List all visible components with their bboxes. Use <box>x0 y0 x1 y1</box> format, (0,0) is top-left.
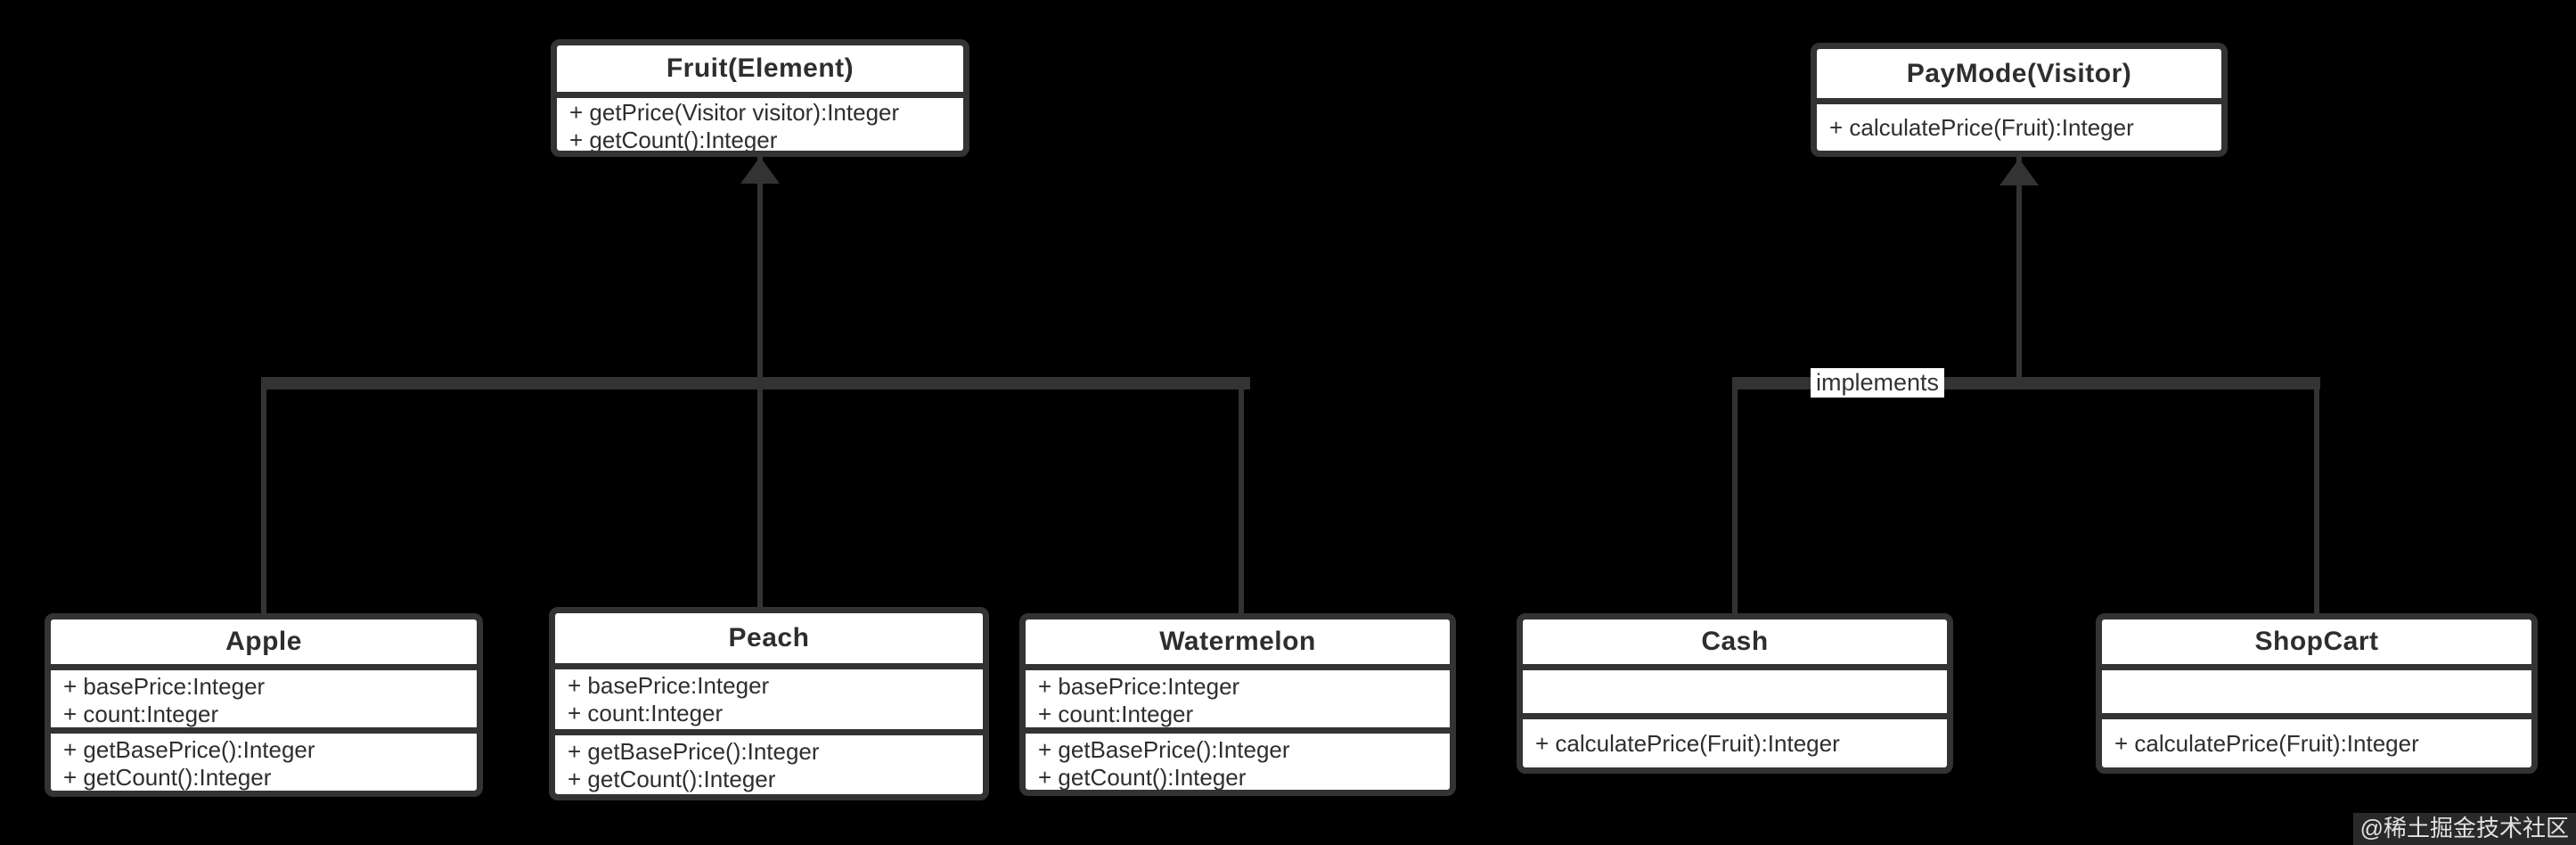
implements-edge-label: implements <box>1811 368 1945 398</box>
class-box-watermelon: Watermelon + basePrice:Integer + count:I… <box>1019 613 1456 796</box>
class-title-peach: Peach <box>728 623 810 652</box>
method-line: + calculatePrice(Fruit):Integer <box>1535 729 1840 757</box>
peach-branch-line <box>757 390 763 609</box>
attributes-compartment-apple: + basePrice:Integer + count:Integer <box>51 664 477 727</box>
attribute-line: + count:Integer <box>1038 701 1194 727</box>
attribute-line: + count:Integer <box>568 700 724 726</box>
fruit-generalization-arrowhead-icon <box>740 157 780 184</box>
method-line: + getBasePrice():Integer <box>1038 735 1290 763</box>
method-line: + getBasePrice():Integer <box>568 737 820 765</box>
methods-compartment-apple: + getBasePrice():Integer + getCount():In… <box>51 727 477 791</box>
method-line: + getBasePrice():Integer <box>63 736 315 763</box>
attributes-compartment-peach: + basePrice:Integer + count:Integer <box>555 663 983 729</box>
methods-compartment-shopcart: + calculatePrice(Fruit):Integer <box>2102 713 2531 767</box>
method-line: + calculatePrice(Fruit):Integer <box>2114 729 2419 757</box>
class-title-watermelon: Watermelon <box>1159 627 1316 656</box>
class-title-apple: Apple <box>225 627 302 656</box>
paymode-generalization-arrowhead-icon <box>1999 159 2039 185</box>
methods-compartment-paymode: + calculatePrice(Fruit):Integer <box>1817 98 2221 151</box>
method-line: + calculatePrice(Fruit):Integer <box>1829 113 2134 141</box>
attribute-line: + basePrice:Integer <box>1038 673 1240 700</box>
fruit-branch-bar <box>261 377 1250 390</box>
class-box-apple: Apple + basePrice:Integer + count:Intege… <box>45 613 483 797</box>
method-line: + getCount():Integer <box>1038 763 1247 791</box>
class-title-fruit: Fruit(Element) <box>666 53 855 83</box>
method-line: + getCount():Integer <box>63 764 272 791</box>
fruit-trunk-line <box>757 153 763 380</box>
attributes-compartment-watermelon: + basePrice:Integer + count:Integer <box>1026 664 1450 727</box>
attribute-line: + basePrice:Integer <box>63 673 266 700</box>
method-line: + getPrice(Visitor visitor):Integer <box>569 99 900 126</box>
attributes-compartment-shopcart <box>2102 664 2531 713</box>
cash-branch-line <box>1732 390 1738 615</box>
class-box-paymode: PayMode(Visitor) + calculatePrice(Fruit)… <box>1811 43 2228 157</box>
apple-branch-line <box>261 390 266 615</box>
class-box-cash: Cash + calculatePrice(Fruit):Integer <box>1517 613 1953 774</box>
methods-compartment-watermelon: + getBasePrice():Integer + getCount():In… <box>1026 726 1450 791</box>
method-line: + getCount():Integer <box>568 765 776 792</box>
class-box-shopcart: ShopCart + calculatePrice(Fruit):Integer <box>2096 613 2538 774</box>
attribute-line: + basePrice:Integer <box>568 672 770 699</box>
class-box-peach: Peach + basePrice:Integer + count:Intege… <box>549 607 989 800</box>
methods-compartment-cash: + calculatePrice(Fruit):Integer <box>1523 713 1947 767</box>
class-title-cash: Cash <box>1701 627 1769 656</box>
watermelon-branch-line <box>1239 390 1244 615</box>
attribute-line: + count:Integer <box>63 701 219 727</box>
paymode-trunk-line <box>2016 155 2022 380</box>
class-box-fruit: Fruit(Element) + getPrice(Visitor visito… <box>551 39 969 157</box>
methods-compartment-fruit: + getPrice(Visitor visitor):Integer + ge… <box>557 92 963 151</box>
methods-compartment-peach: + getBasePrice():Integer + getCount():In… <box>555 728 983 795</box>
method-line: + getCount():Integer <box>569 127 778 151</box>
attributes-compartment-cash <box>1523 664 1947 713</box>
juejin-watermark: @稀土掘金技术社区 <box>2352 813 2576 845</box>
class-title-paymode: PayMode(Visitor) <box>1906 58 2132 88</box>
shopcart-branch-line <box>2314 390 2319 615</box>
class-title-shopcart: ShopCart <box>2254 627 2379 656</box>
